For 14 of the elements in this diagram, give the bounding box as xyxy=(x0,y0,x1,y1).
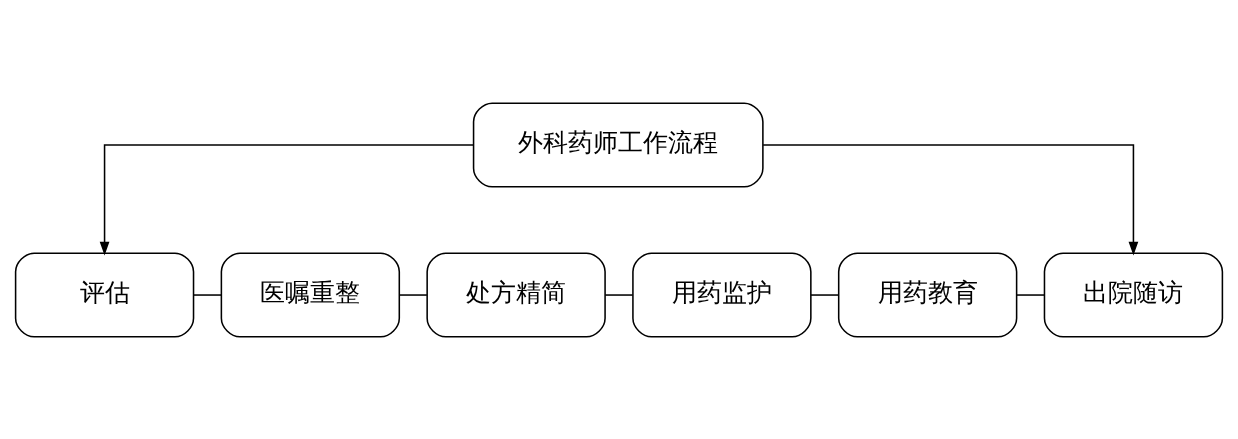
arrow xyxy=(762,143,1139,256)
node-box: 评估 xyxy=(14,252,195,338)
node-box: 出院随访 xyxy=(1043,252,1224,338)
connector xyxy=(604,293,634,296)
node-box: 用药教育 xyxy=(837,252,1018,338)
connector xyxy=(398,293,428,296)
node-box: 外科药师工作流程 xyxy=(472,101,764,187)
node-box: 处方精简 xyxy=(426,252,606,338)
arrow xyxy=(99,143,474,256)
node-box: 医嘱重整 xyxy=(220,252,401,338)
connector xyxy=(1015,293,1045,296)
connector xyxy=(192,293,222,296)
node-box: 用药监护 xyxy=(632,252,812,338)
connector xyxy=(810,293,840,296)
